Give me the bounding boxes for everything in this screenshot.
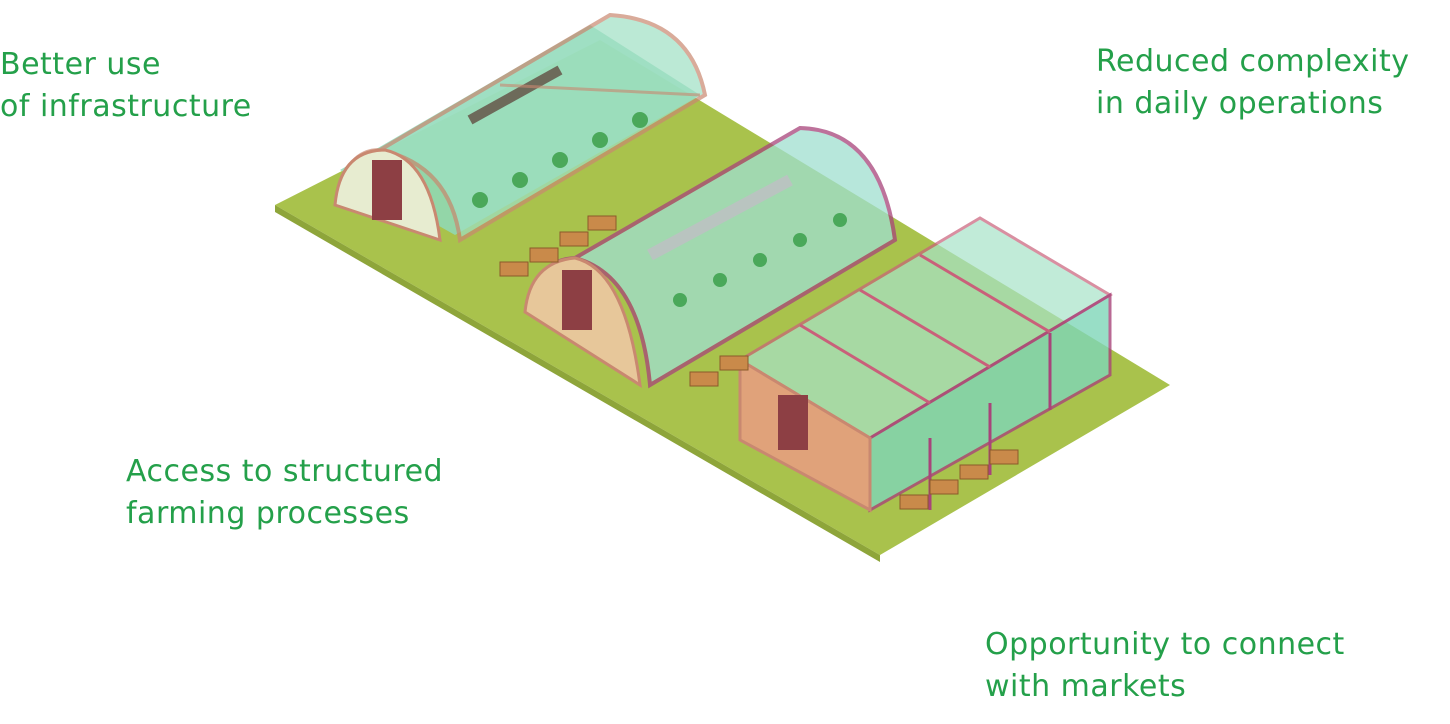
benefit-line: in daily operations [1096,86,1384,121]
crates [499,215,1019,510]
benefit-market-connection: Opportunity to connect with markets [985,624,1345,708]
benefit-line: of infrastructure [0,89,252,124]
benefit-structured-processes: Access to structured farming processes [126,451,443,535]
greenhouse-arched-2 [523,125,898,389]
benefit-line: Better use [0,47,161,82]
benefit-line: farming processes [126,496,410,531]
benefit-line: with markets [985,669,1187,704]
benefit-line: Opportunity to connect [985,627,1345,662]
benefit-reduced-complexity: Reduced complexity in daily operations [1096,41,1410,125]
greenhouse-arched-1 [333,12,708,244]
benefit-line: Access to structured [126,454,444,489]
ground-edge [275,205,880,562]
benefit-infrastructure: Better use of infrastructure [0,44,252,128]
greenhouse-box [737,216,1113,513]
benefit-line: Reduced complexity [1096,44,1410,79]
